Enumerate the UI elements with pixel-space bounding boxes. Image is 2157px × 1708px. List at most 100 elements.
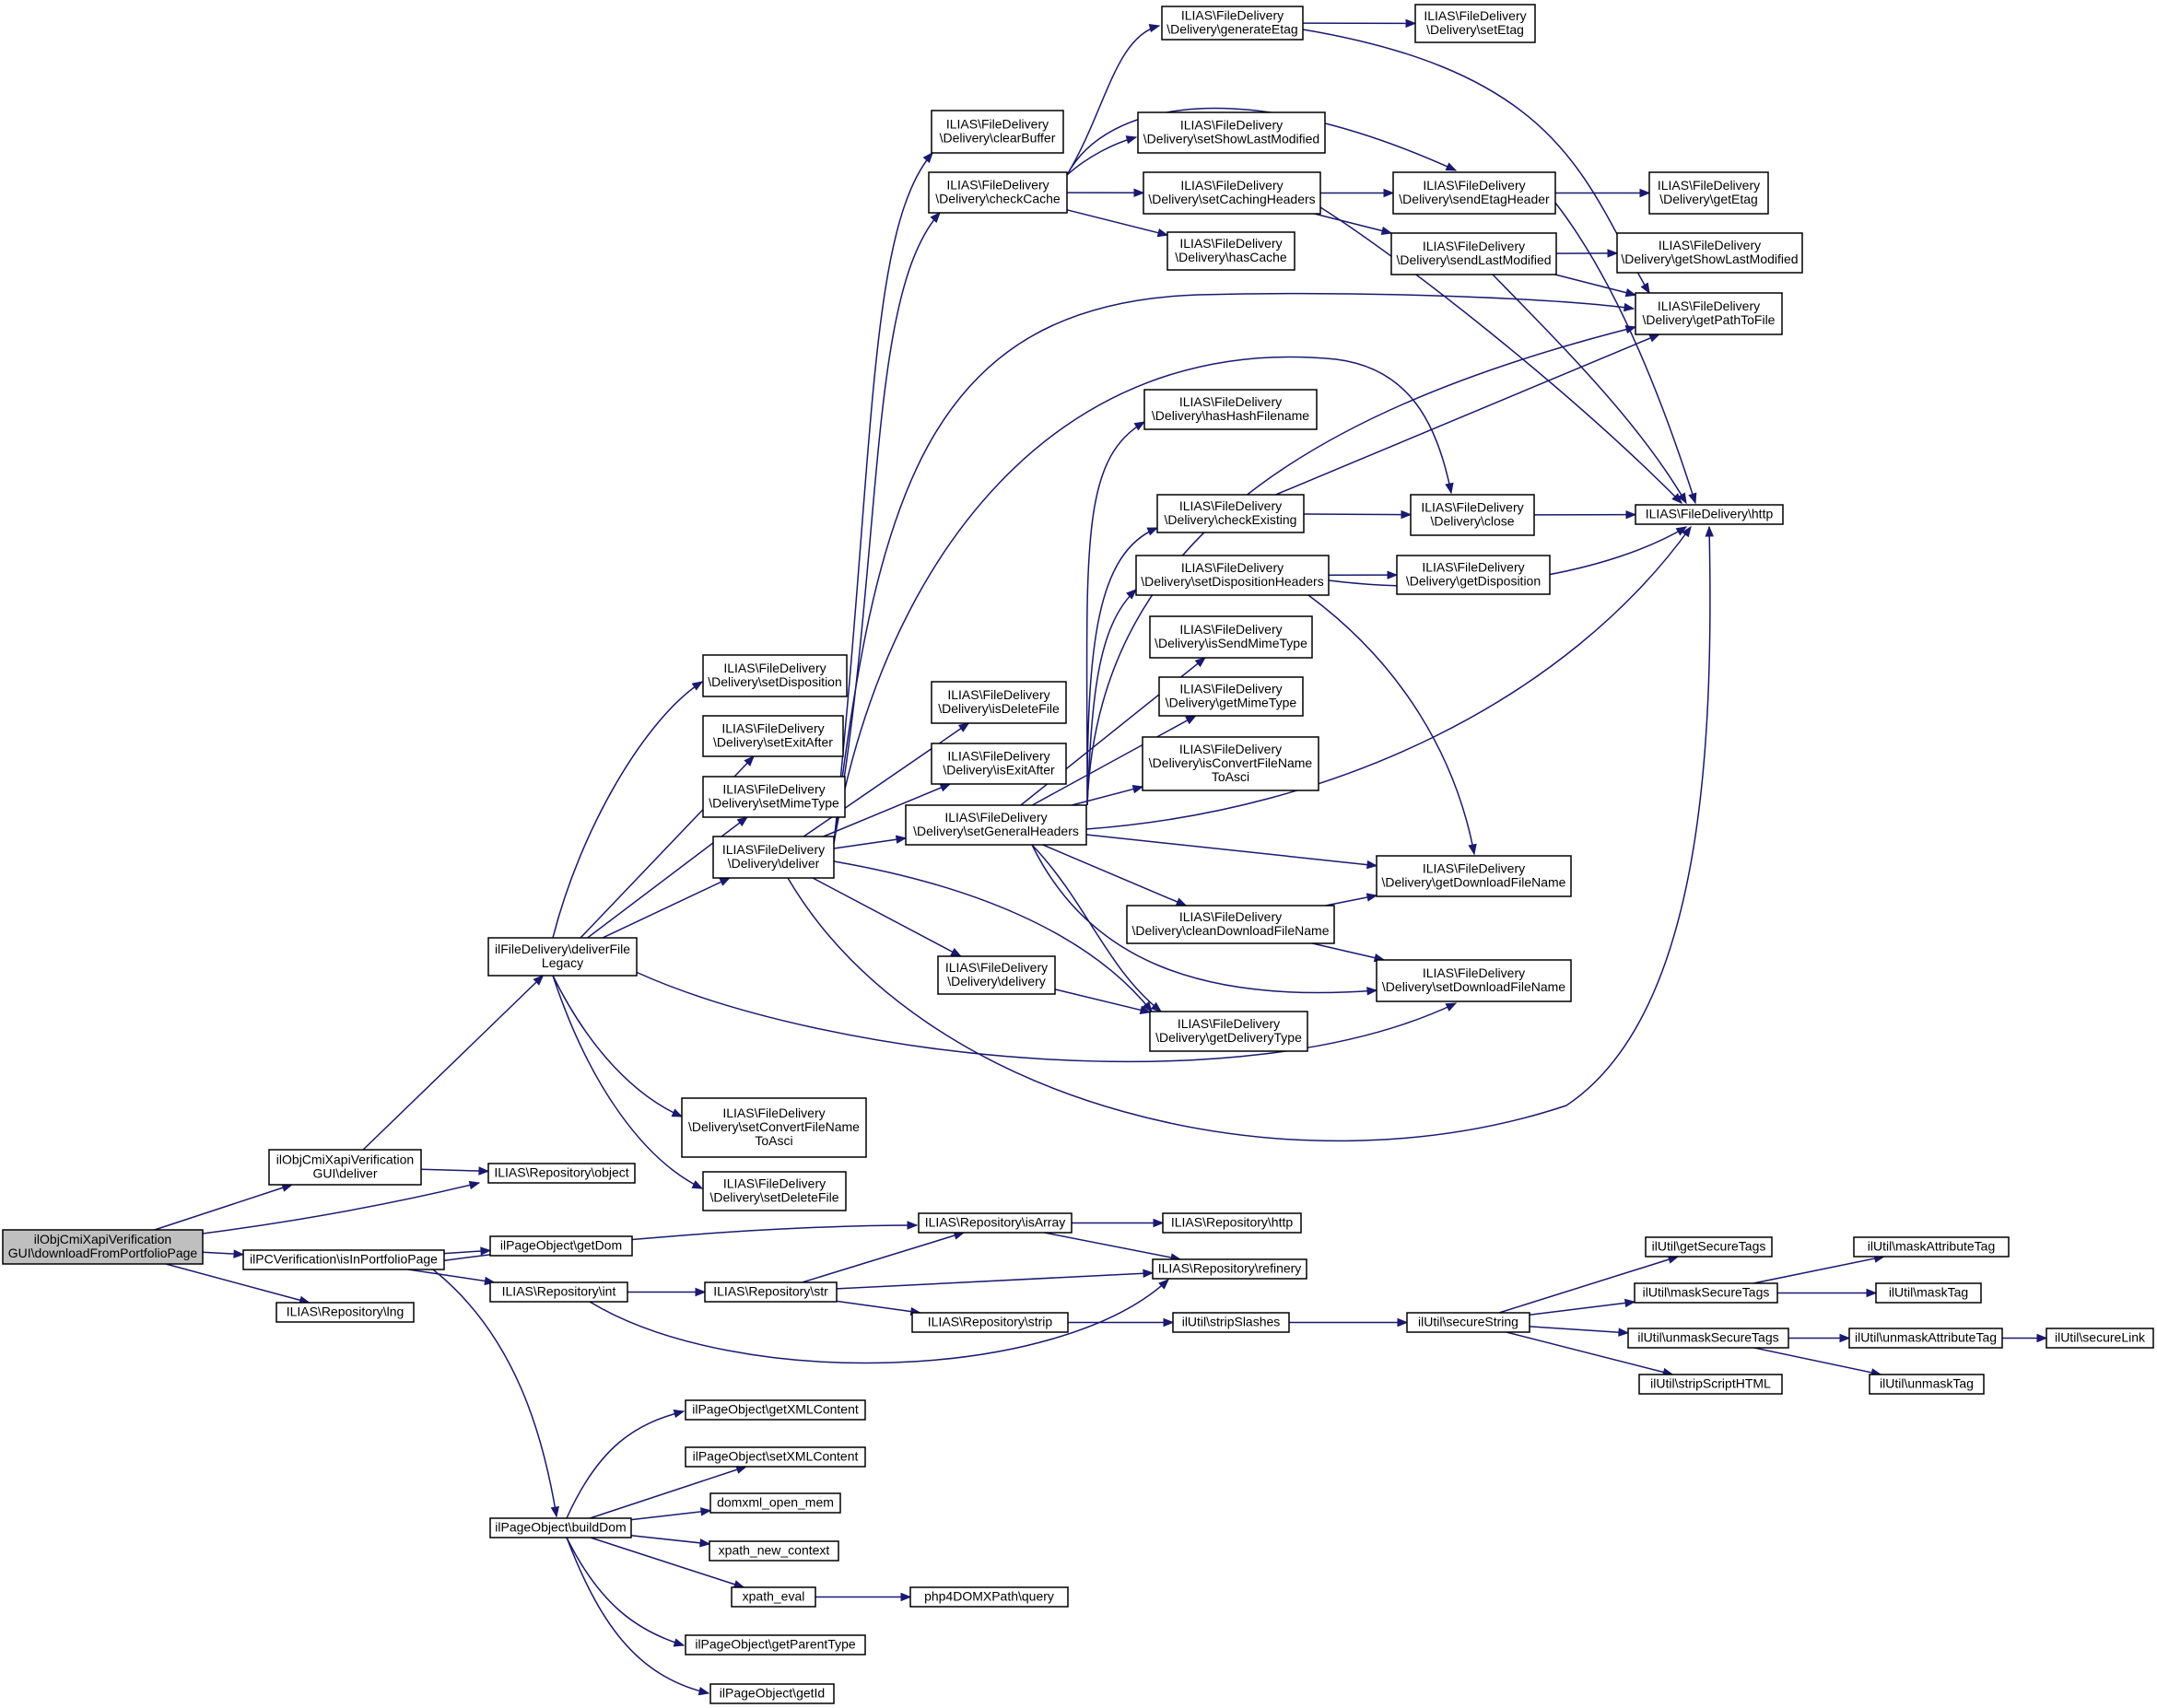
node-maskTag[interactable]: ilUtil\maskTag [1875,1282,1982,1304]
edge-d_deliver-to-getDeliveryType [833,860,1153,1013]
node-secureLink[interactable]: ilUtil\secureLink [2046,1328,2154,1349]
node-fd_http[interactable]: ILIAS\FileDelivery\http [1635,504,1784,525]
node-getEtag[interactable]: ILIAS\FileDelivery\Delivery\getEtag [1648,171,1769,215]
arrowhead-icon [1625,509,1637,520]
arrowhead-icon [939,783,952,792]
node-getMimeType[interactable]: ILIAS\FileDelivery\Delivery\getMimeType [1158,676,1304,717]
node-repo_isArray[interactable]: ILIAS\Repository\isArray [918,1212,1073,1234]
node-cleanDownloadFileName[interactable]: ILIAS\FileDelivery\Delivery\cleanDownloa… [1126,905,1335,944]
node-checkCache[interactable]: ILIAS\FileDelivery\Delivery\checkCache [928,171,1068,214]
node-secureString[interactable]: ilUtil\secureString [1406,1312,1530,1333]
node-repo_strip[interactable]: ILIAS\Repository\strip [911,1312,1069,1333]
node-pc_isInPortfolio[interactable]: ilPCVerification\isInPortfolioPage [242,1249,445,1270]
node-unmaskTag[interactable]: ilUtil\unmaskTag [1869,1374,1985,1395]
node-isSendMimeType[interactable]: ILIAS\FileDelivery\Delivery\isSendMimeTy… [1149,615,1313,659]
node-isConvertFileNameToAsci[interactable]: ILIAS\FileDelivery\Delivery\isConvertFil… [1142,736,1319,791]
node-box [1158,676,1304,717]
node-repo_http[interactable]: ILIAS\Repository\http [1162,1212,1302,1234]
node-stripScriptHTML[interactable]: ilUtil\stripScriptHTML [1638,1374,1783,1395]
node-unmaskSecureTags[interactable]: ilUtil\unmaskSecureTags [1627,1328,1789,1349]
node-close[interactable]: ILIAS\FileDelivery\Delivery\close [1410,494,1535,536]
edge-line [1314,213,1392,234]
node-setShowLastModified[interactable]: ILIAS\FileDelivery\Delivery\setShowLastM… [1137,111,1326,154]
node-setDeleteFile[interactable]: ILIAS\FileDelivery\Delivery\setDeleteFil… [702,1171,847,1211]
node-getSecureTags[interactable]: ilUtil\getSecureTags [1645,1236,1773,1258]
node-getParentType[interactable]: ilPageObject\getParentType [685,1634,866,1655]
edge-line [1054,989,1151,1013]
node-hasHashFilename[interactable]: ILIAS\FileDelivery\Delivery\hasHashFilen… [1143,389,1318,430]
node-isExitAfter[interactable]: ILIAS\FileDelivery\Delivery\isExitAfter [931,743,1067,785]
node-setDispositionHeaders[interactable]: ILIAS\FileDelivery\Delivery\setDispositi… [1135,555,1330,596]
node-repo_int[interactable]: ILIAS\Repository\int [489,1281,628,1303]
node-getDeliveryType[interactable]: ILIAS\FileDelivery\Delivery\getDeliveryT… [1149,1011,1308,1052]
edge-line [566,1410,685,1519]
node-label: domxml_open_mem [717,1495,834,1510]
edge-setGeneralHeaders-to-getDownloadFileName [1085,834,1378,870]
arrowhead-icon [233,1249,245,1258]
node-maskSecureTags[interactable]: ilUtil\maskSecureTags [1634,1282,1778,1304]
node-unmaskAttributeTag[interactable]: ilUtil\unmaskAttributeTag [1848,1328,2003,1349]
node-delivery[interactable]: ILIAS\FileDelivery\Delivery\delivery [937,955,1056,995]
node-maskAttributeTag[interactable]: ilUtil\maskAttributeTag [1853,1236,2010,1258]
node-repo_refinery[interactable]: ILIAS\Repository\refinery [1152,1258,1307,1280]
edge-line [407,1269,495,1283]
edge-line [1086,527,1158,806]
edge-setGeneralHeaders-to-cleanDownloadFileName [1042,844,1188,907]
node-setConvertFileNameToAsci[interactable]: ILIAS\FileDelivery\Delivery\setConvertFi… [681,1097,867,1158]
node-getDisposition[interactable]: ILIAS\FileDelivery\Delivery\getDispositi… [1396,555,1551,595]
node-repo_object[interactable]: ILIAS\Repository\object [487,1163,636,1184]
node-setExitAfter[interactable]: ILIAS\FileDelivery\Delivery\setExitAfter [702,715,844,757]
arrowhead-icon [1139,1005,1152,1014]
node-generateEtag[interactable]: ILIAS\FileDelivery\Delivery\generateEtag [1161,6,1304,41]
node-setXMLContent[interactable]: ilPageObject\setXMLContent [685,1446,866,1468]
arrowhead-icon [1640,282,1650,295]
node-php4query[interactable]: php4DOMXPath\query [909,1586,1069,1608]
edge-checkExisting-to-close [1303,509,1413,520]
node-setGeneralHeaders[interactable]: ILIAS\FileDelivery\Delivery\setGeneralHe… [905,804,1087,846]
node-setDownloadFileName[interactable]: ILIAS\FileDelivery\Delivery\setDownloadF… [1376,959,1572,1002]
node-d_deliver[interactable]: ILIAS\FileDelivery\Delivery\deliver [712,836,835,879]
node-getXMLContent[interactable]: ilPageObject\getXMLContent [685,1399,866,1421]
node-po_getDom[interactable]: ilPageObject\getDom [489,1235,633,1257]
node-repo_lng[interactable]: ILIAS\Repository\lng [275,1302,415,1323]
node-buildDom[interactable]: ilPageObject\buildDom [489,1517,632,1538]
node-getPathToFile[interactable]: ILIAS\FileDelivery\Delivery\getPathToFil… [1635,292,1783,335]
arrowhead-icon [691,1180,704,1189]
edge-repo_strip-to-stripSlashes [1068,1317,1175,1328]
node-label: ILIAS\FileDelivery [722,782,825,797]
node-label: xpath_new_context [719,1543,830,1558]
node-hasCache[interactable]: ILIAS\FileDelivery\Delivery\hasCache [1166,231,1295,271]
edge-checkCache-to-hasCache [1066,209,1169,238]
node-sendEtagHeader[interactable]: ILIAS\FileDelivery\Delivery\sendEtagHead… [1392,171,1556,215]
node-setCachingHeaders[interactable]: ILIAS\FileDelivery\Delivery\setCachingHe… [1143,171,1321,215]
node-root[interactable]: ilObjCmiXapiVerificationGUI\downloadFrom… [2,1229,204,1265]
node-label: ilUtil\secureString [1418,1315,1518,1329]
node-xpath_new_context[interactable]: xpath_new_context [709,1540,839,1562]
arrowhead-icon [673,1409,686,1419]
node-box [1137,111,1326,154]
node-label: \Delivery\getDeliveryType [1155,1030,1302,1045]
node-xpath_eval[interactable]: xpath_eval [731,1586,816,1608]
node-setDisposition[interactable]: ILIAS\FileDelivery\Delivery\setDispositi… [702,654,848,697]
node-getId[interactable]: ilPageObject\getId [709,1683,835,1704]
edge-line [1031,715,1196,806]
node-clearBuffer[interactable]: ILIAS\FileDelivery\Delivery\clearBuffer [931,110,1064,154]
arrowhead-icon [1175,897,1188,907]
arrowhead-icon [1143,1269,1155,1278]
edge-buildDom-to-xpath_new_context [630,1535,711,1548]
node-domxml_open_mem[interactable]: domxml_open_mem [709,1492,841,1514]
node-setEtag[interactable]: ILIAS\FileDelivery\Delivery\setEtag [1414,4,1536,43]
node-getDownloadFileName[interactable]: ILIAS\FileDelivery\Delivery\getDownloadF… [1376,855,1572,897]
node-stripSlashes[interactable]: ilUtil\stripSlashes [1172,1312,1290,1333]
node-label: ILIAS\FileDelivery [1658,178,1760,193]
node-setMimeType[interactable]: ILIAS\FileDelivery\Delivery\setMimeType [702,776,846,818]
edge-cleanDownloadFileName-to-setDownloadFileName [1312,942,1386,963]
arrowhead-icon [907,1221,919,1230]
node-repo_str[interactable]: ILIAS\Repository\str [704,1281,838,1303]
node-checkExisting[interactable]: ILIAS\FileDelivery\Delivery\checkExistin… [1156,494,1305,533]
node-isDeleteFile[interactable]: ILIAS\FileDelivery\Delivery\isDeleteFile [931,681,1067,724]
node-getShowLastModified[interactable]: ILIAS\FileDelivery\Delivery\getShowLastM… [1616,232,1803,274]
node-sendLastModified[interactable]: ILIAS\FileDelivery\Delivery\sendLastModi… [1390,232,1557,275]
